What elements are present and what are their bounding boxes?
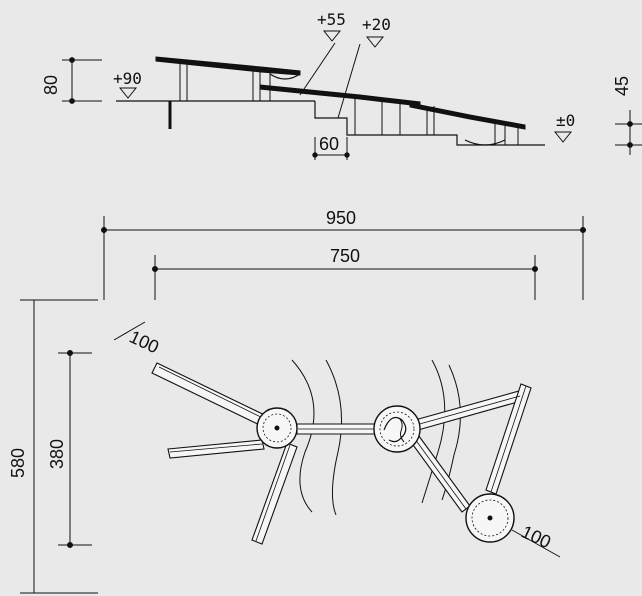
dimension-label-80: 80 (41, 75, 61, 95)
plan-view (151, 359, 532, 545)
dimension-label-750: 750 (330, 246, 360, 266)
level-label-0: ±0 (556, 111, 575, 130)
dimension-label-60: 60 (319, 134, 339, 154)
dimension-label-45: 45 (612, 76, 632, 96)
dimension-label-580: 580 (8, 448, 28, 478)
level-label-20: +20 (362, 15, 391, 34)
level-label-90: +90 (113, 69, 142, 88)
plan-dimensions (20, 216, 586, 594)
dimension-label-100-right: 100 (518, 521, 554, 552)
section-elevation (62, 30, 642, 160)
dimension-label-100-top: 100 (126, 326, 162, 357)
dimension-label-950: 950 (326, 208, 356, 228)
level-label-55: +55 (317, 10, 346, 29)
dimension-label-380: 380 (47, 439, 67, 469)
